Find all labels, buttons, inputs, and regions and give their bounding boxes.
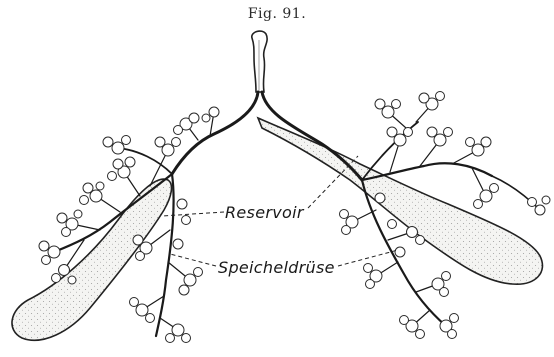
central-duct <box>252 31 267 92</box>
leader-reservoir-left <box>162 212 224 216</box>
reservoir-label: Reservoir <box>225 203 304 222</box>
figure-title: Fig. 91. <box>0 6 554 22</box>
salivary-gland-label: Speicheldrüse <box>218 258 335 277</box>
leader-gland-left <box>170 254 216 266</box>
